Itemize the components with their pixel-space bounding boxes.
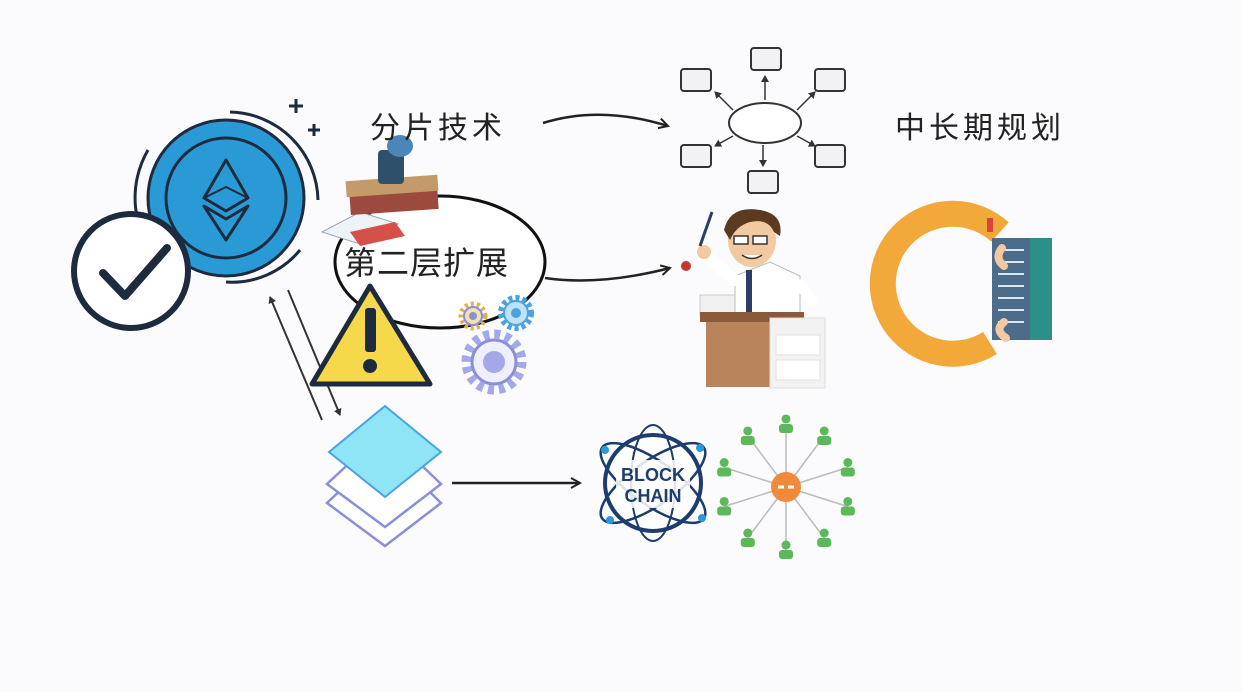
layers-stack-icon <box>325 404 443 548</box>
peer-node-icon <box>717 458 732 477</box>
peer-node-icon <box>779 414 793 433</box>
peer-node-icon <box>717 496 732 516</box>
planning-cycle-icon <box>869 200 1052 367</box>
peer-node-icon <box>840 458 855 477</box>
blockchain-globe-icon: BLOCK CHAIN <box>599 424 707 542</box>
stamp-icon <box>320 135 439 246</box>
arrow-sharding <box>542 113 668 126</box>
peer-hub <box>771 472 801 502</box>
peer-node-icon <box>840 496 855 516</box>
checkmark-circle-icon <box>71 211 191 331</box>
peer-node-icon <box>817 426 832 445</box>
peer-node-icon <box>817 528 832 548</box>
label-layer2: 第二层扩展 <box>344 244 510 282</box>
label-sharding: 分片技术 <box>370 111 506 146</box>
businessman-desk-icon <box>681 209 826 389</box>
gears-icon <box>458 295 534 395</box>
blockchain-line1: BLOCK <box>621 465 685 485</box>
peer-network-icon <box>717 414 855 560</box>
warning-triangle-icon <box>309 283 433 387</box>
bidirectional-arrow <box>268 289 342 421</box>
peer-node-icon <box>779 540 793 560</box>
arrow-layer2 <box>544 268 670 282</box>
blockchain-line2: CHAIN <box>625 486 682 506</box>
peer-node-icon <box>740 426 755 445</box>
shard-network-icon <box>680 47 846 194</box>
peer-node-icon <box>740 528 755 548</box>
ethereum-coin-icon <box>133 99 320 284</box>
label-long-term: 中长期规划 <box>895 111 1065 146</box>
